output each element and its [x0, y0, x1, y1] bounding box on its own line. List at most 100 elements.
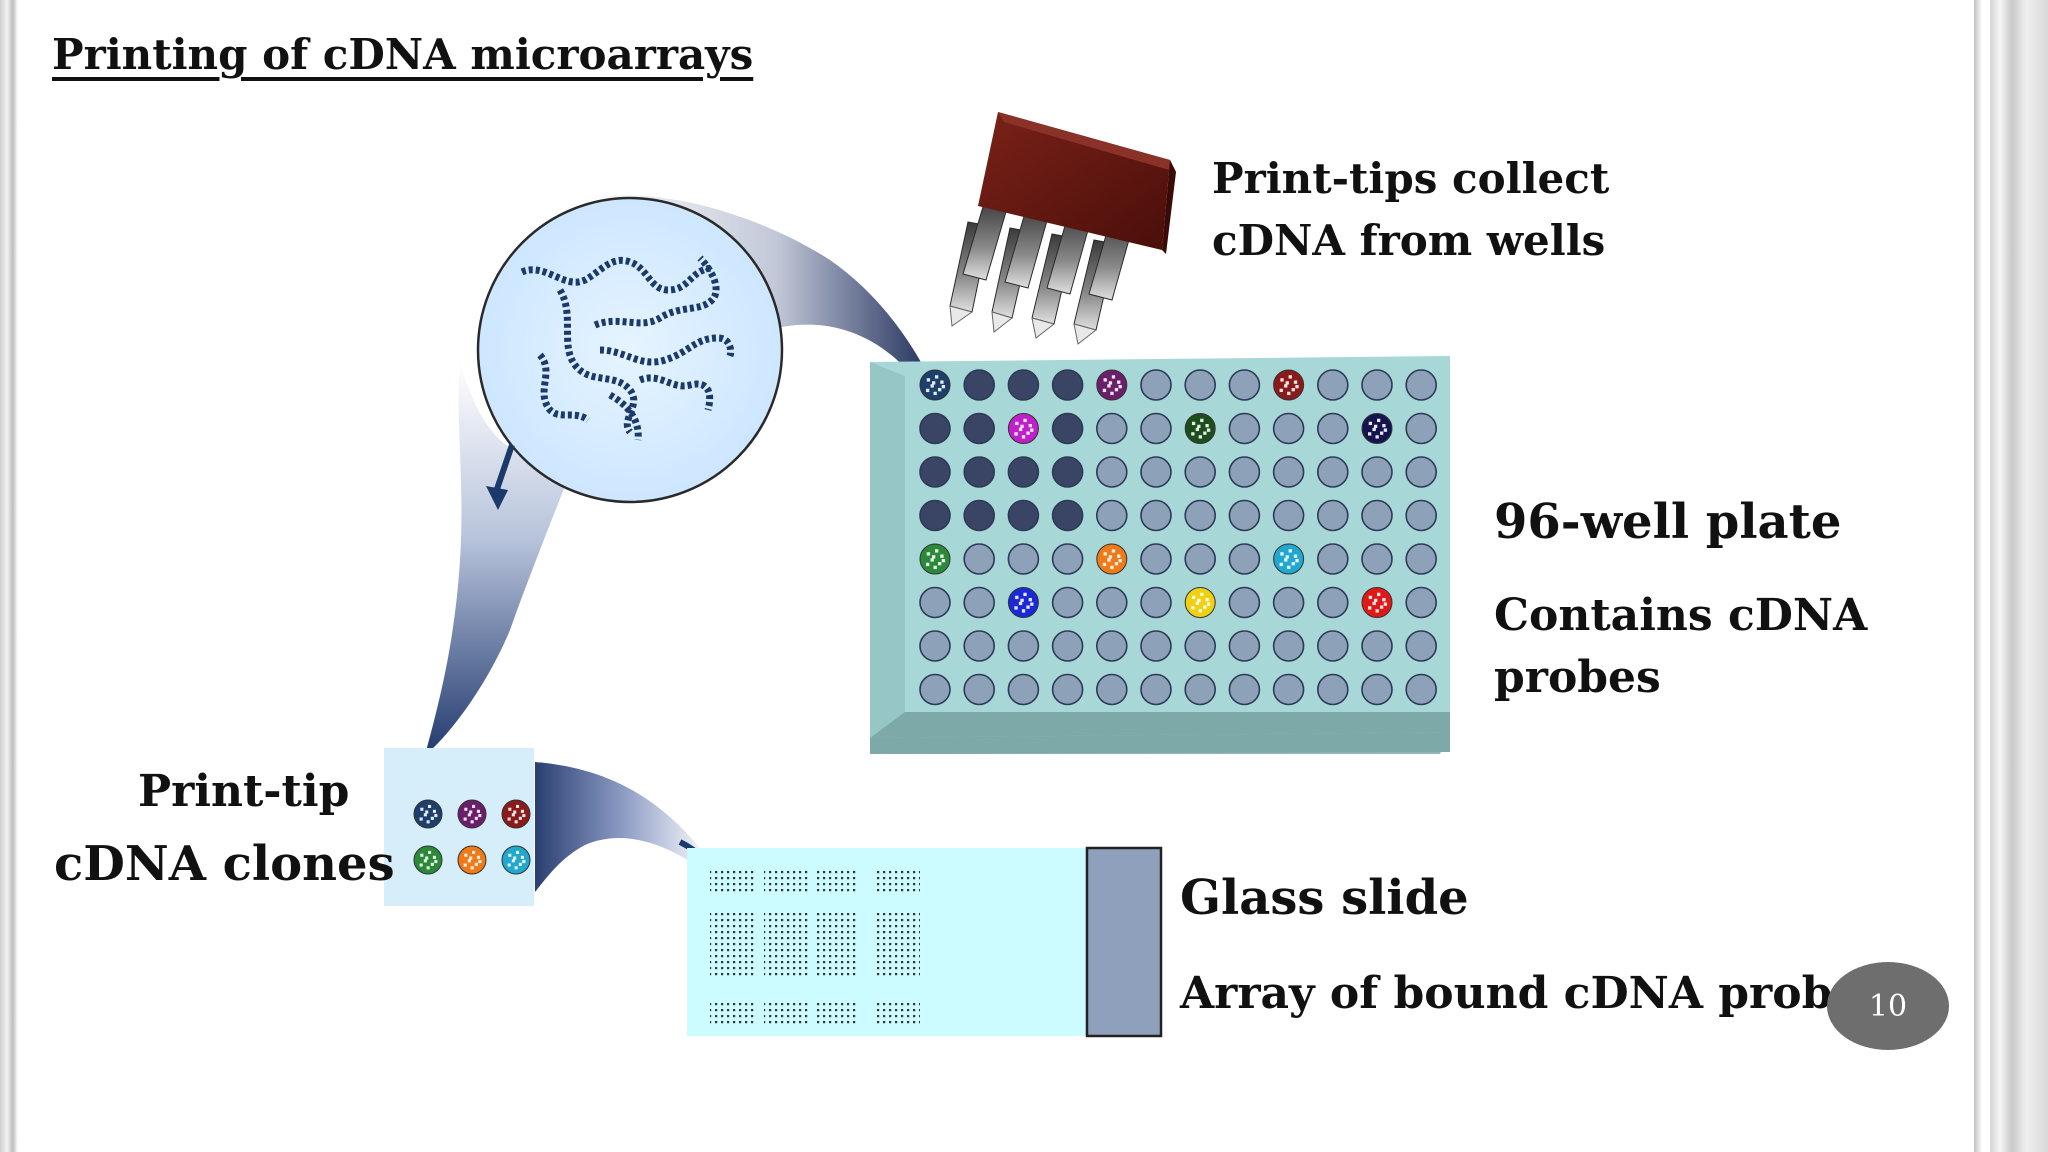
glass-slide-label: Glass slide: [1180, 870, 1469, 926]
plate-well: [1317, 499, 1349, 532]
plate-well: [919, 630, 951, 662]
dna-zoom-circle: [476, 196, 784, 504]
print-tips-label-2: cDNA from wells: [1212, 216, 1606, 265]
plate-well: [1317, 369, 1349, 401]
plate-well: [1405, 369, 1437, 401]
plate-well: [1140, 369, 1172, 401]
plate-well: [1096, 499, 1128, 532]
plate-well: [1361, 499, 1393, 532]
plate-well: [1272, 630, 1305, 662]
left-funnel: [425, 360, 575, 755]
print-tip-box: [384, 748, 534, 906]
plate-well: [919, 543, 951, 575]
plate-well: [1405, 543, 1437, 575]
plate-well: [1405, 586, 1437, 619]
plate-well: [1140, 456, 1172, 488]
plate-well: [1405, 630, 1437, 662]
plate-well: [963, 412, 996, 445]
slide-spot-block: [814, 1000, 858, 1024]
plate-well: [1228, 630, 1261, 662]
plate-well: [1184, 673, 1216, 706]
plate-well: [1361, 369, 1393, 401]
plate-well: [1140, 673, 1172, 706]
plate-well: [1051, 543, 1084, 575]
plate-well: [1184, 543, 1216, 575]
plate-well: [1051, 369, 1084, 401]
plate-well: [1096, 673, 1128, 706]
down-arrow: [486, 444, 515, 510]
plate-well: [1405, 673, 1437, 706]
plate-well: [1405, 412, 1437, 445]
plate-well: [1051, 586, 1084, 619]
plate-well: [1272, 456, 1305, 488]
tip-clone-spot: [413, 799, 443, 829]
plate-well: [1184, 499, 1216, 532]
plate-title-label: 96-well plate: [1494, 494, 1842, 550]
plate-well: [1228, 412, 1261, 445]
slide-spot-block: [814, 912, 858, 976]
plate-well: [1140, 543, 1172, 575]
plate-well: [1096, 586, 1128, 619]
plate-well: [1184, 413, 1216, 444]
plate-well: [1228, 456, 1261, 488]
plate-well: [919, 412, 951, 445]
plate-well: [1140, 586, 1172, 619]
plate-well: [1051, 456, 1084, 488]
plate-well: [1096, 543, 1128, 575]
plate-well: [1272, 673, 1305, 706]
tip-clone-spot: [457, 845, 487, 875]
plate-well: [919, 456, 951, 488]
tip-clone-spot: [501, 845, 531, 875]
plate-well: [1317, 673, 1349, 706]
slide-title: Printing of cDNA microarrays: [52, 30, 754, 79]
slide-spot-block: [710, 912, 754, 976]
plate-well: [1007, 499, 1040, 532]
plate-well: [1096, 630, 1128, 662]
plate-wells: [919, 369, 1437, 706]
print-tip-label-2: cDNA clones: [54, 836, 395, 892]
plate-well: [1317, 412, 1349, 445]
plate-well: [1007, 413, 1039, 444]
slide-spot-block: [764, 912, 808, 976]
96-well-plate: [870, 356, 1450, 754]
plate-well: [1273, 369, 1305, 401]
slide-frame-right: [1966, 0, 2048, 1152]
plate-well: [1096, 369, 1128, 401]
plate-well: [1361, 413, 1393, 444]
plate-well: [1228, 586, 1261, 619]
tip-clone-spot: [457, 799, 487, 829]
plate-well: [1272, 586, 1305, 619]
plate-well: [1317, 543, 1349, 575]
plate-well: [1317, 456, 1349, 488]
plate-well: [963, 630, 996, 662]
tip-clone-spot: [413, 845, 443, 875]
plate-well: [1361, 673, 1393, 706]
plate-well: [1096, 456, 1128, 488]
slide-label-area: [1085, 846, 1163, 1038]
plate-well: [963, 673, 996, 706]
plate-well: [919, 499, 951, 532]
plate-well: [919, 586, 951, 619]
slide-spot-block: [876, 870, 920, 894]
plate-well: [1317, 586, 1349, 619]
plate-well: [1140, 412, 1172, 445]
plate-well: [1228, 543, 1261, 575]
plate-well: [1007, 587, 1039, 618]
plate-well: [963, 456, 996, 488]
plate-well: [1184, 456, 1216, 488]
plate-well: [1140, 630, 1172, 662]
plate-well: [1007, 543, 1040, 575]
plate-desc-label-2: probes: [1494, 652, 1661, 703]
slide-spot-block: [764, 870, 808, 894]
plate-desc-label-1: Contains cDNA: [1494, 590, 1868, 641]
slide-spot-block: [764, 1000, 808, 1024]
plate-well: [1405, 499, 1437, 532]
plate-well: [1051, 412, 1084, 445]
plate-well: [1272, 412, 1305, 445]
plate-well: [919, 369, 951, 401]
glass-slide: [687, 846, 1163, 1038]
plate-well: [1007, 369, 1040, 401]
slide-desc-label: Array of bound cDNA probes: [1180, 968, 1886, 1019]
plate-well: [1361, 630, 1393, 662]
